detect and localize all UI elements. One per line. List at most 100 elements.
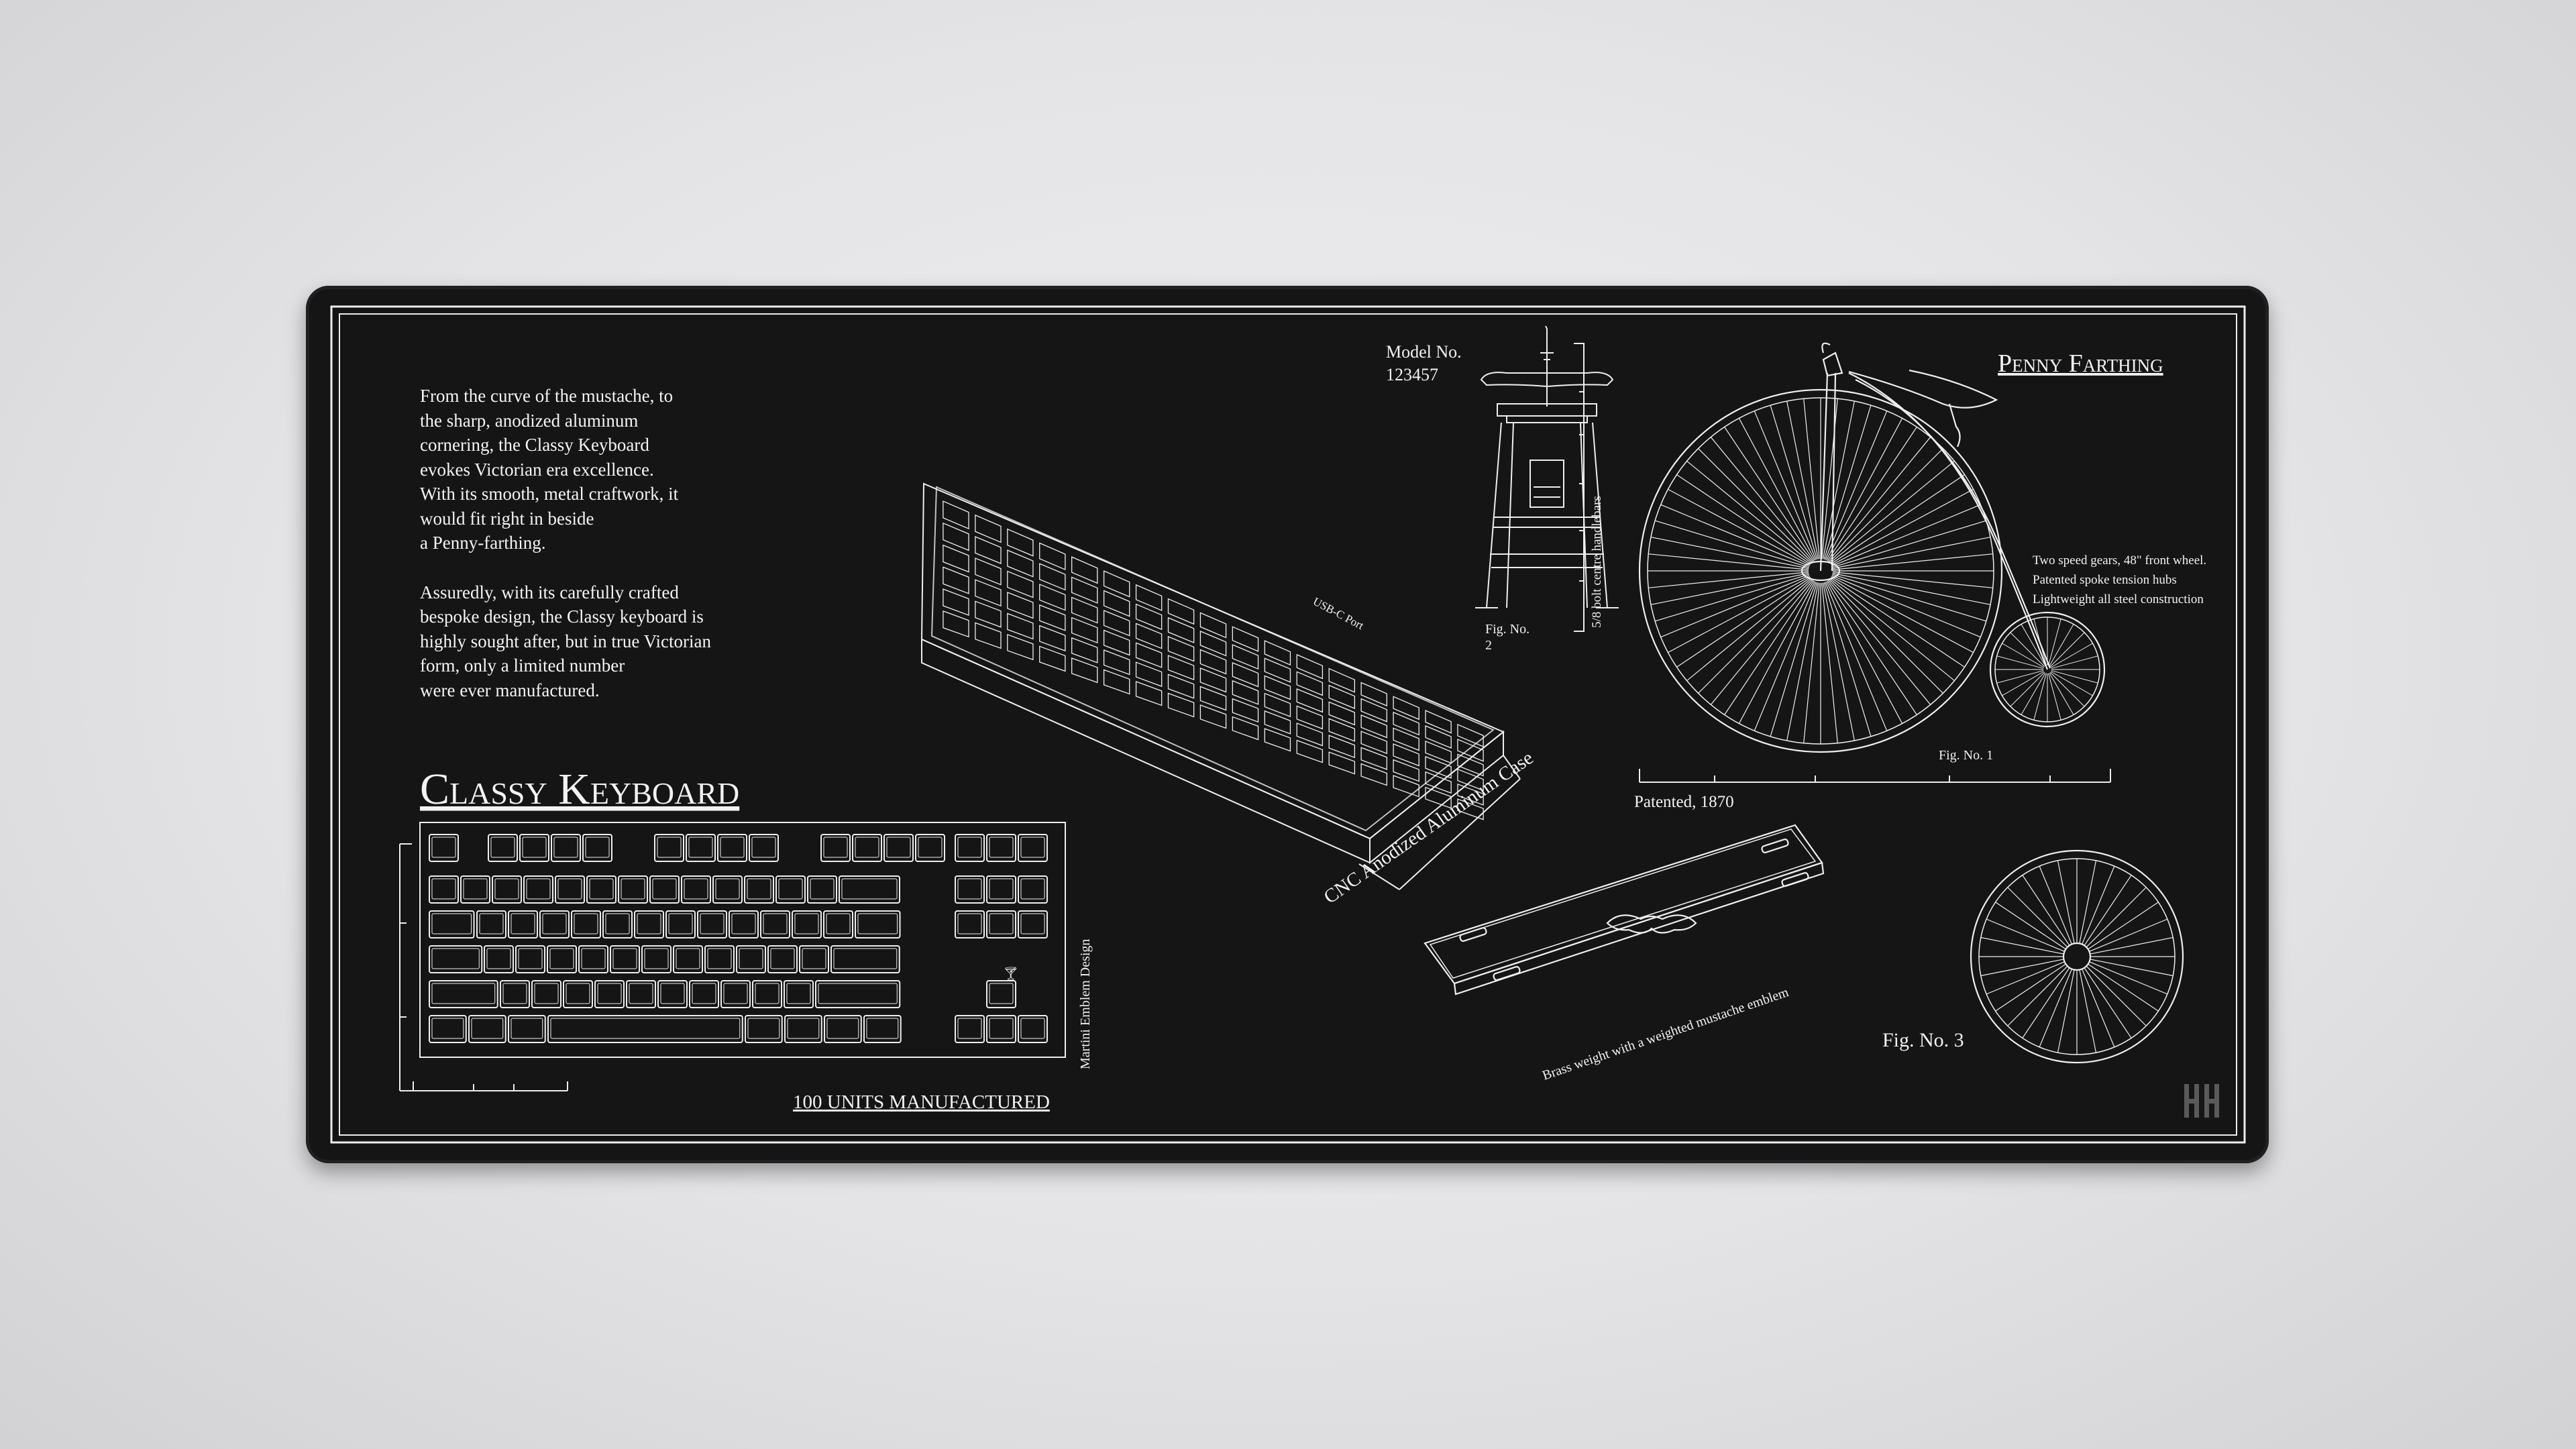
wheel-spoke xyxy=(2039,969,2072,1048)
iso-key-outline xyxy=(1457,723,1484,747)
case-label: CNC Anodized Aluminum Case xyxy=(1320,747,1538,908)
key-outline xyxy=(594,980,625,1008)
inner-border xyxy=(339,313,2237,1136)
key-cap xyxy=(605,913,630,934)
key-outline xyxy=(986,875,1016,904)
wheel-spoke xyxy=(2002,643,2045,668)
wheel-spoke xyxy=(2086,965,2147,1026)
wheel-spoke xyxy=(2051,670,2098,684)
fig2-label: Fig. No. xyxy=(1485,622,1529,637)
wheel-spoke xyxy=(1823,405,1872,559)
key-cap xyxy=(652,878,677,900)
key-outline xyxy=(745,1015,783,1043)
key-cap xyxy=(707,948,732,969)
wheel-spoke xyxy=(1822,400,1855,559)
key-cap xyxy=(518,948,543,969)
key-cap xyxy=(431,878,456,900)
key-cap xyxy=(581,948,606,969)
key-outline xyxy=(955,875,985,904)
iso-key-outline xyxy=(1135,661,1163,688)
key-outline xyxy=(1018,1015,1048,1043)
iso-key-outline xyxy=(1007,570,1034,598)
wheel-spoke xyxy=(2007,965,2068,1026)
iso-key-outline xyxy=(1199,612,1227,639)
wheel-spoke xyxy=(1654,574,1809,622)
fig3-wheel-drawing xyxy=(1970,849,2184,1064)
key-cap xyxy=(787,1018,820,1039)
wheel-spoke xyxy=(2057,969,2075,1053)
iso-key-outline xyxy=(975,579,1002,607)
iso-key-outline xyxy=(1328,735,1355,759)
wheel-spoke xyxy=(2086,887,2147,948)
iso-key-outline xyxy=(1007,612,1034,640)
key-cap xyxy=(957,837,982,858)
fig2-dimension xyxy=(1574,343,1585,632)
key-outline xyxy=(775,875,806,904)
iso-key-outline xyxy=(1264,728,1291,752)
key-outline xyxy=(429,834,459,862)
iso-key-outline xyxy=(1360,747,1387,770)
wheel-spoke xyxy=(1738,418,1816,561)
iso-key-outline xyxy=(1199,704,1227,729)
wheel-spoke xyxy=(2039,865,2072,945)
iso-key-outline xyxy=(1264,640,1291,666)
key-outline xyxy=(508,910,538,938)
model-label: Model No. xyxy=(1386,342,1462,362)
iso-key-outline xyxy=(975,557,1002,586)
key-cap xyxy=(668,913,693,934)
key-outline xyxy=(744,875,774,904)
key-outline xyxy=(752,980,782,1008)
iso-key-outline xyxy=(1425,725,1452,749)
wheel-spoke xyxy=(2089,961,2168,995)
key-outline xyxy=(1018,875,1048,904)
wheel-spoke xyxy=(1996,670,2044,684)
wheel-spoke xyxy=(2049,672,2074,715)
key-cap xyxy=(574,913,598,934)
key-cap xyxy=(431,983,496,1004)
iso-key-outline xyxy=(1425,755,1452,779)
iso-key-outline xyxy=(1103,590,1130,617)
key-outline xyxy=(508,1015,546,1043)
key-cap xyxy=(692,983,716,1004)
key-cap xyxy=(755,983,780,1004)
iso-key-outline xyxy=(1007,592,1034,619)
key-cap xyxy=(486,948,511,969)
iso-key-outline xyxy=(1457,784,1484,806)
key-cap xyxy=(857,913,898,934)
key-cap xyxy=(688,837,713,858)
key-outline xyxy=(460,875,490,904)
wheel-spoke xyxy=(2022,875,2070,946)
iso-key-outline xyxy=(1360,763,1387,786)
iso-key-outline xyxy=(1071,556,1098,584)
key-cap xyxy=(644,948,669,969)
key-outline xyxy=(955,1015,985,1043)
iso-key-outline xyxy=(1007,634,1034,661)
key-cap xyxy=(720,837,745,858)
key-cap xyxy=(431,837,456,858)
wheel-spoke xyxy=(2090,959,2174,977)
wheel-spoke xyxy=(2007,887,2068,948)
pf-spec-2: Patented spoke tension hubs xyxy=(2033,573,2177,587)
key-cap xyxy=(841,878,898,900)
key-cap xyxy=(511,913,535,934)
key-cap xyxy=(684,878,708,900)
fig3-label: Fig. No. 3 xyxy=(1882,1029,1964,1051)
key-outline xyxy=(626,980,656,1008)
iso-key-outline xyxy=(1039,542,1066,571)
pf-spec-1: Two speed gears, 48" front wheel. xyxy=(2033,553,2206,568)
key-cap xyxy=(810,878,835,900)
key-cap xyxy=(431,1018,464,1039)
iso-key-outline xyxy=(1457,798,1484,820)
iso-key-outline xyxy=(1393,696,1419,720)
wheel-spoke xyxy=(2010,632,2045,667)
key-cap xyxy=(676,948,700,969)
iso-key-outline xyxy=(1296,653,1324,680)
iso-key-outline xyxy=(1007,549,1034,578)
key-cap xyxy=(479,913,504,934)
hh-monogram-icon xyxy=(2184,1084,2219,1118)
key-outline xyxy=(523,875,553,904)
key-cap xyxy=(700,913,724,934)
wheel-spoke xyxy=(2088,963,2159,1012)
key-cap xyxy=(471,1018,504,1039)
wheel-spoke xyxy=(1829,579,1943,694)
